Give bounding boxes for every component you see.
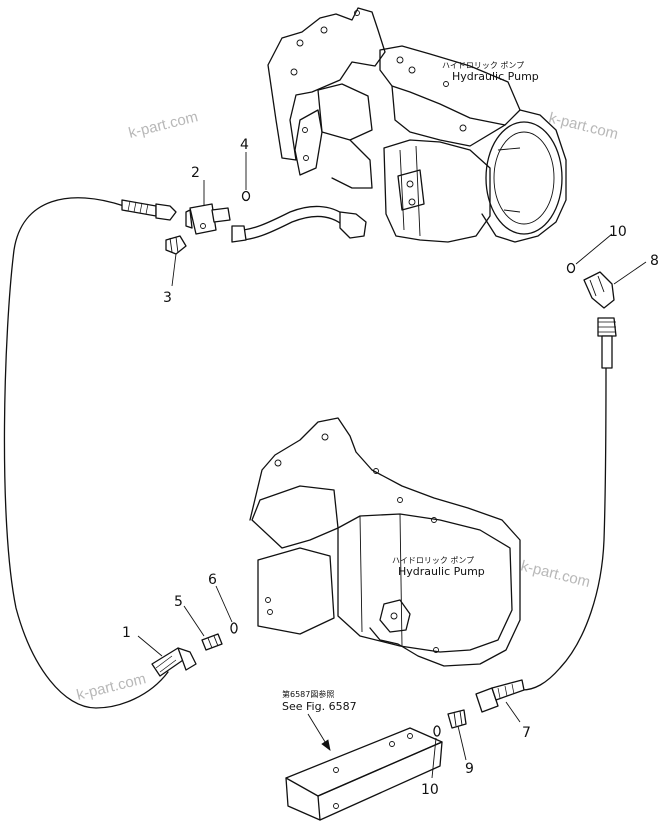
watermark: k-part.com [127,108,200,142]
callout-10-upper: 10 [609,224,627,240]
upper-pump-label-jp: ハイドロリック ポンプ [442,61,524,70]
watermark: k-part.com [75,670,148,704]
short-tube [233,205,347,231]
adapter-fitting-9 [447,709,467,729]
hose-fitting-7 [475,679,525,713]
elbow-fitting-upper [339,211,367,239]
callout-1: 1 [122,625,131,641]
leader-lines [137,152,647,779]
adapter-fitting [165,235,187,255]
lower-pump-label-jp: ハイドロリック ポンプ [392,556,474,565]
see-fig-label-jp: 第6587図参照 [282,689,334,699]
callout-3: 3 [163,290,172,306]
callout-9: 9 [465,761,474,777]
watermark: k-part.com [547,109,620,143]
hose-fitting-right-upper [597,317,617,369]
elbow-fitting-8 [583,271,615,309]
o-ring-6 [230,622,238,634]
adapter-fitting-5 [201,633,223,651]
callout-6: 6 [208,572,217,588]
callout-2: 2 [191,165,200,181]
hose-fitting-upper [121,199,177,221]
o-ring-4 [241,190,251,202]
callout-8: 8 [650,253,659,269]
tube-end [231,225,247,243]
hose-right [521,367,607,691]
see-fig-label-en: See Fig. 6587 [282,700,357,713]
reference-block [285,727,443,821]
o-ring-10-upper [566,262,576,274]
callout-4: 4 [240,137,249,153]
upper-hydraulic-pump [267,7,567,243]
hose-fitting-lower [151,647,197,677]
tee-fitting [185,203,231,235]
callout-7: 7 [522,725,531,741]
hose-long [3,197,169,709]
watermark: k-part.com [519,557,592,591]
callout-5: 5 [174,594,183,610]
lower-hydraulic-pump [249,417,521,667]
upper-pump-label-en: Hydraulic Pump [452,70,539,83]
o-ring-10-lower [433,725,441,737]
lower-pump-label-en: Hydraulic Pump [398,565,485,578]
callout-10-lower: 10 [421,782,439,798]
